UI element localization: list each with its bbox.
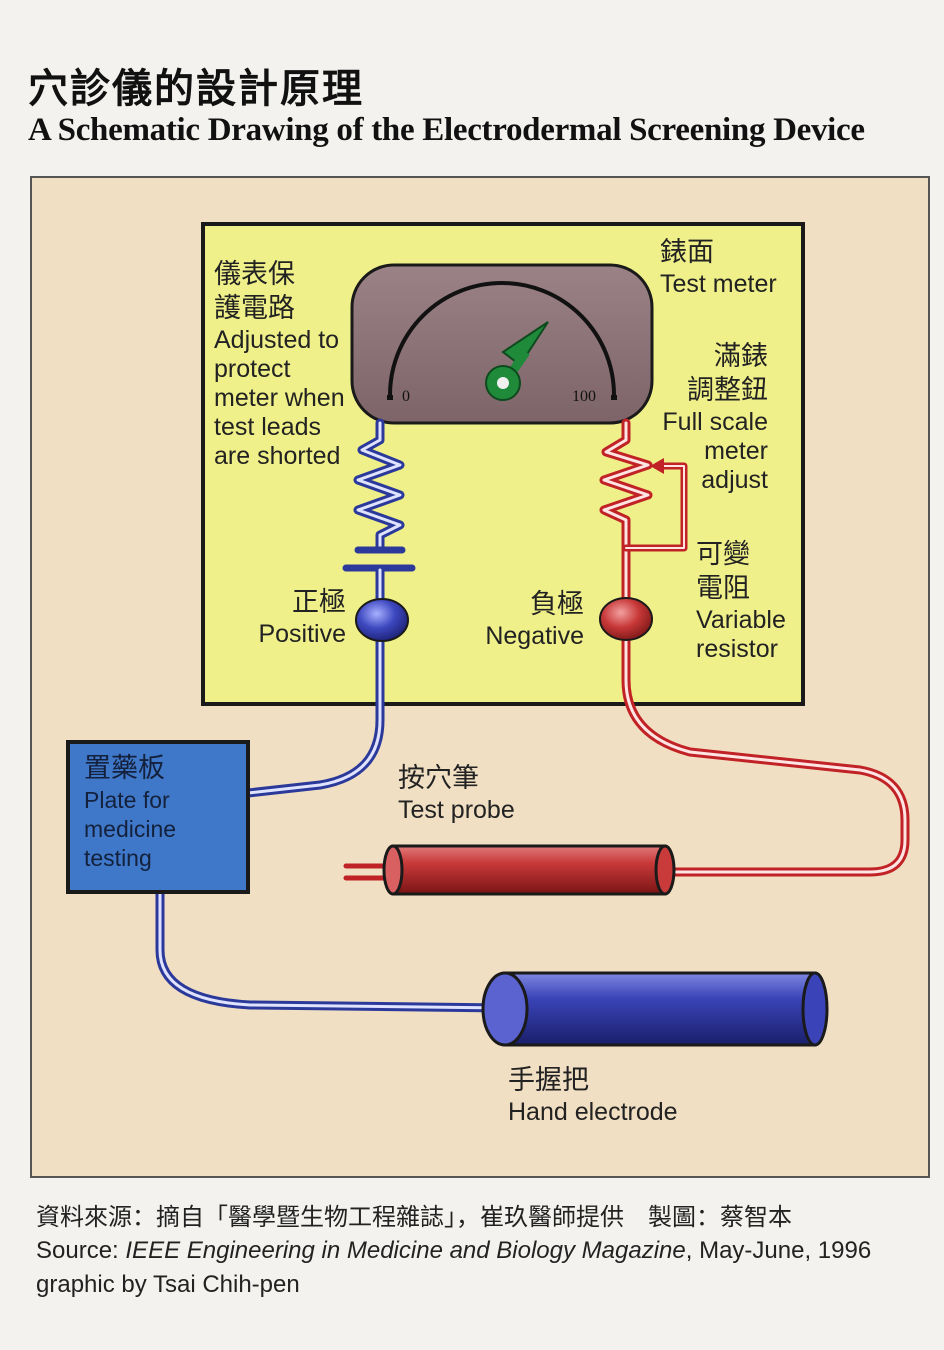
label-positive-en: Positive xyxy=(258,620,346,648)
footer-credit: graphic by Tsai Chih-pen xyxy=(36,1271,300,1298)
label-test-probe: 按穴筆 Test probe xyxy=(398,762,515,825)
label-test-meter: 錶面 Test meter xyxy=(660,236,777,299)
label-plate: 置藥板 Plate for medicine testing xyxy=(84,752,176,873)
label-protect-circuit: 儀表保 護電路 Adjusted to protect meter when t… xyxy=(214,258,345,471)
label-test-meter-en: Test meter xyxy=(660,270,777,298)
footer-source: 資料來源：摘自「醫學暨生物工程雜誌」，崔玖醫師提供 製圖：蔡智本 Source:… xyxy=(36,1200,871,1302)
red-circuit-wire xyxy=(343,418,910,881)
label-negative-en: Negative xyxy=(485,622,584,650)
label-positive-zh: 正極 xyxy=(292,587,346,618)
label-full-scale: 滿錶 調整鈕 Full scale meter adjust xyxy=(662,340,768,495)
meter-needle xyxy=(485,321,549,401)
title-english: A Schematic Drawing of the Electrodermal… xyxy=(28,112,865,148)
label-hand-electrode-zh: 手握把 xyxy=(508,1065,589,1096)
footer-source-prefix: Source: xyxy=(36,1237,126,1264)
title-chinese: 穴診儀的設計原理 xyxy=(28,65,364,112)
label-hand-electrode: 手握把 Hand electrode xyxy=(508,1064,678,1127)
label-variable-resistor-en: Variable resistor xyxy=(696,606,786,663)
label-negative-zh: 負極 xyxy=(530,589,584,620)
meter-scale-arc xyxy=(388,281,616,396)
label-test-probe-zh: 按穴筆 xyxy=(398,763,479,794)
label-test-probe-en: Test probe xyxy=(398,796,515,824)
negative-terminal xyxy=(599,597,653,641)
medicine-plate xyxy=(66,740,250,894)
meter-scale-max: 100 xyxy=(572,388,596,405)
blue-circuit-wire xyxy=(155,418,510,1013)
label-full-scale-en: Full scale meter adjust xyxy=(662,408,768,494)
footer-source-title: IEEE Engineering in Medicine and Biology… xyxy=(125,1237,686,1264)
label-positive: 正極 Positive xyxy=(258,586,346,649)
label-full-scale-zh: 滿錶 調整鈕 xyxy=(687,341,768,406)
label-test-meter-zh: 錶面 xyxy=(660,237,714,268)
label-protect-zh: 儀表保 護電路 xyxy=(214,259,295,324)
footer-source-suffix: , May-June, 1996 xyxy=(685,1237,872,1264)
label-negative: 負極 Negative xyxy=(485,588,584,651)
label-variable-resistor-zh: 可變 電阻 xyxy=(696,539,750,604)
label-protect-en: Adjusted to protect meter when test lead… xyxy=(214,326,345,470)
label-variable-resistor: 可變 電阻 Variable resistor xyxy=(696,538,786,664)
meter-scale-min: 0 xyxy=(402,388,410,405)
test-probe xyxy=(382,844,676,896)
hand-electrode xyxy=(481,971,829,1047)
label-plate-zh: 置藥板 xyxy=(84,753,165,784)
footer-source-line: Source: IEEE Engineering in Medicine and… xyxy=(36,1234,871,1268)
label-hand-electrode-en: Hand electrode xyxy=(508,1098,678,1126)
label-plate-en: Plate for medicine testing xyxy=(84,787,177,871)
test-meter-face xyxy=(350,263,654,425)
positive-terminal xyxy=(355,598,409,642)
footer-source-zh: 資料來源：摘自「醫學暨生物工程雜誌」，崔玖醫師提供 製圖：蔡智本 xyxy=(36,1203,792,1231)
